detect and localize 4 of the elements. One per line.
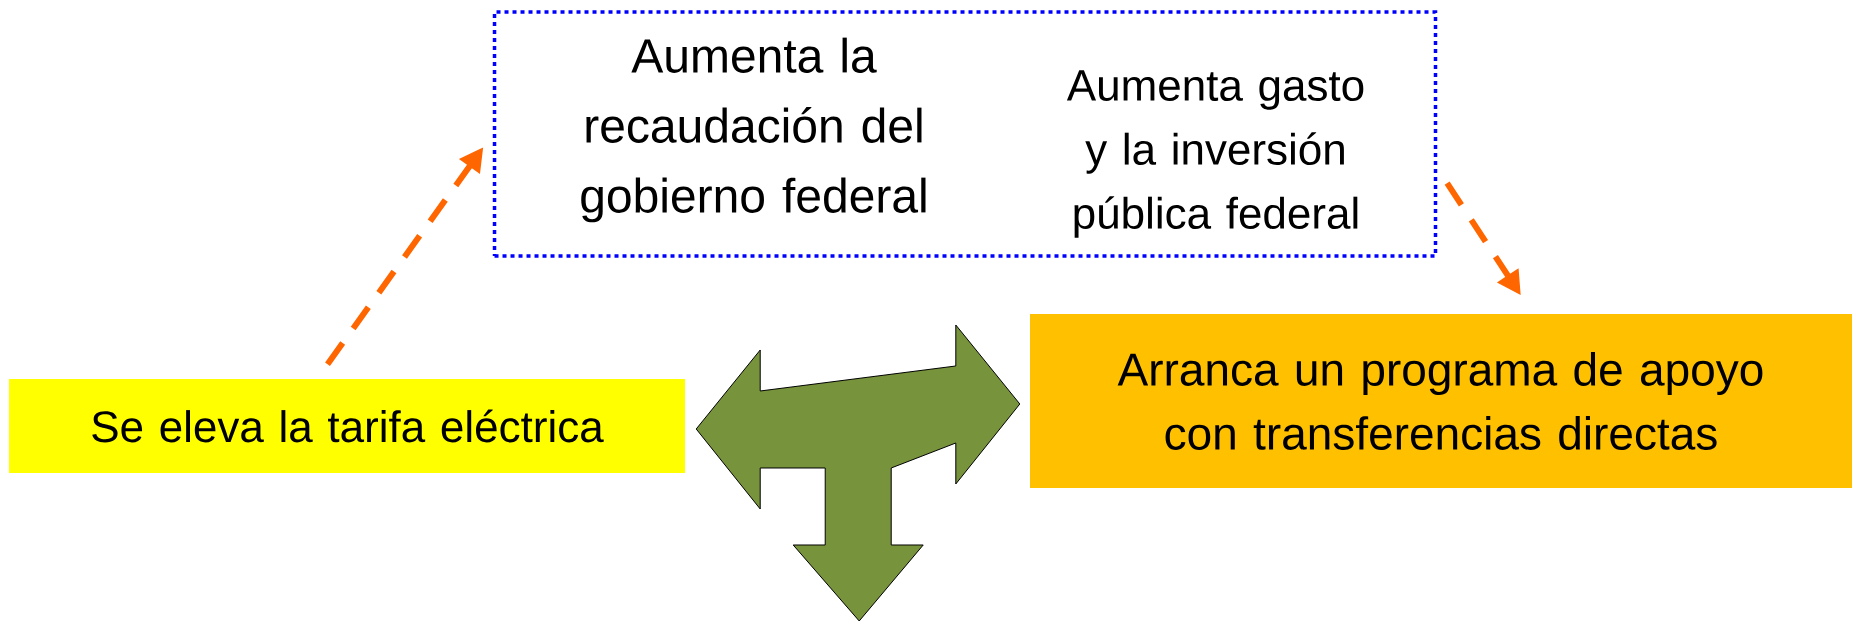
three-way-arrow	[695, 324, 1021, 622]
text-box: Aumenta la recaudación del gobierno federal Aumenta gasto y la inversión pública federal	[492, 10, 1438, 258]
cause-box: Se eleva la tarifa eléctrica	[9, 379, 685, 473]
result-box: Arranca un programa de apoyo con transferencias directas	[1030, 314, 1852, 488]
